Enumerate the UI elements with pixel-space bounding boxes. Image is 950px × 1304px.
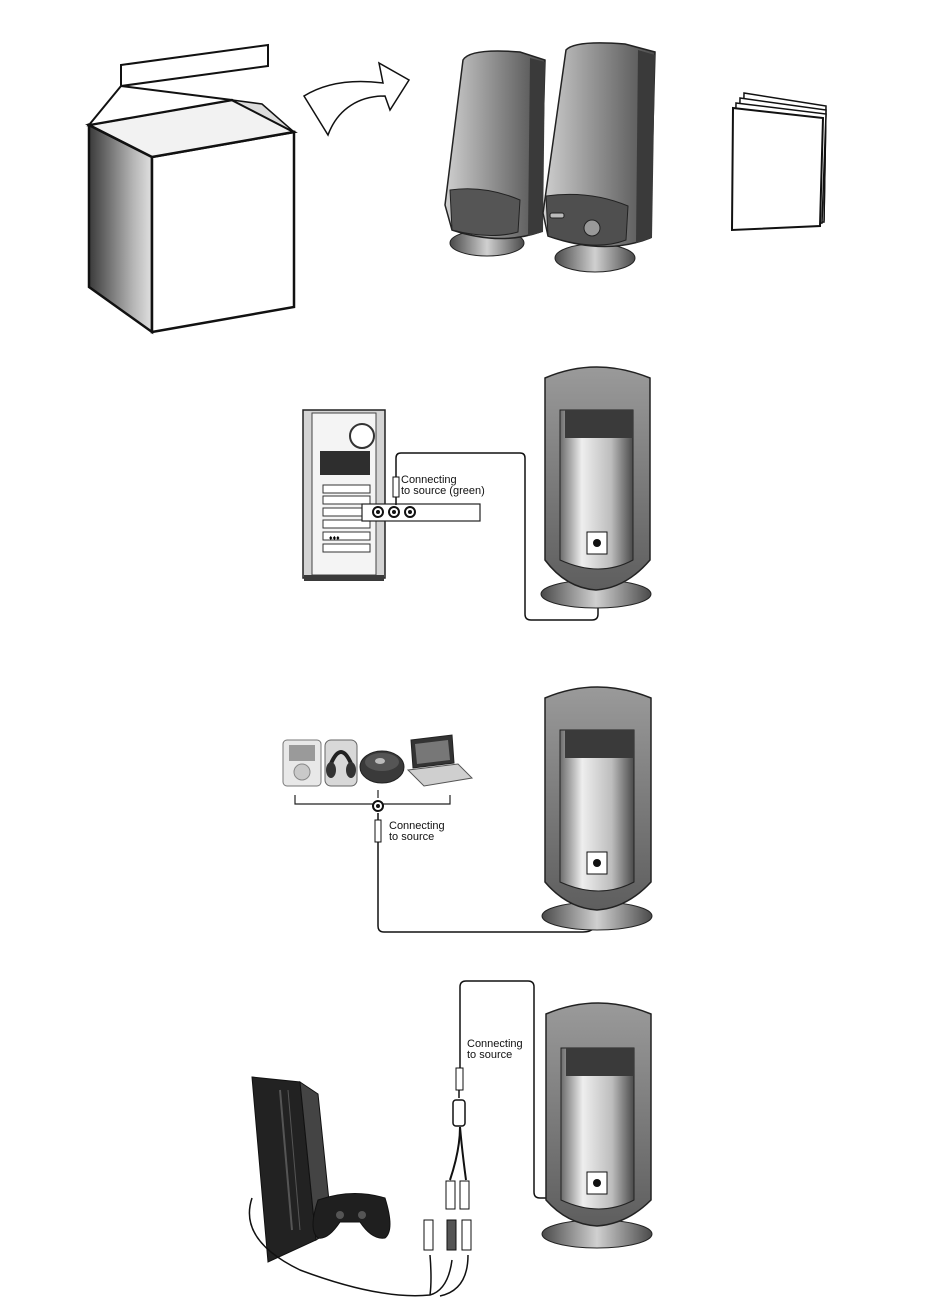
arrow-icon [304,63,409,135]
headphones-icon [325,740,357,786]
connecting-label-line2: to source (green) [401,486,485,497]
connecting-label-line2: to source [389,832,434,843]
speaker-icon [445,43,655,272]
connecting-label-line2: to source [467,1050,512,1061]
laptop-icon [408,735,472,786]
audio-jack-icon [456,1068,463,1098]
manual-icon [732,93,826,230]
speaker-back-icon [542,687,652,930]
audio-jack-icon [393,477,399,505]
speaker-back-icon [542,1003,652,1248]
device-bracket [295,790,450,811]
box-icon [89,45,294,332]
cd-player-icon [360,751,404,783]
mp3-player-icon [283,740,321,786]
gamepad-icon [313,1193,390,1238]
svg-text:♦♦♦: ♦♦♦ [329,535,340,542]
audio-jack-panel [362,504,480,521]
rca-plug-icon [424,1100,471,1250]
speaker-back-icon [541,367,651,608]
audio-jack-icon [375,813,381,842]
pc-tower-icon: ♦♦♦ [303,410,385,581]
